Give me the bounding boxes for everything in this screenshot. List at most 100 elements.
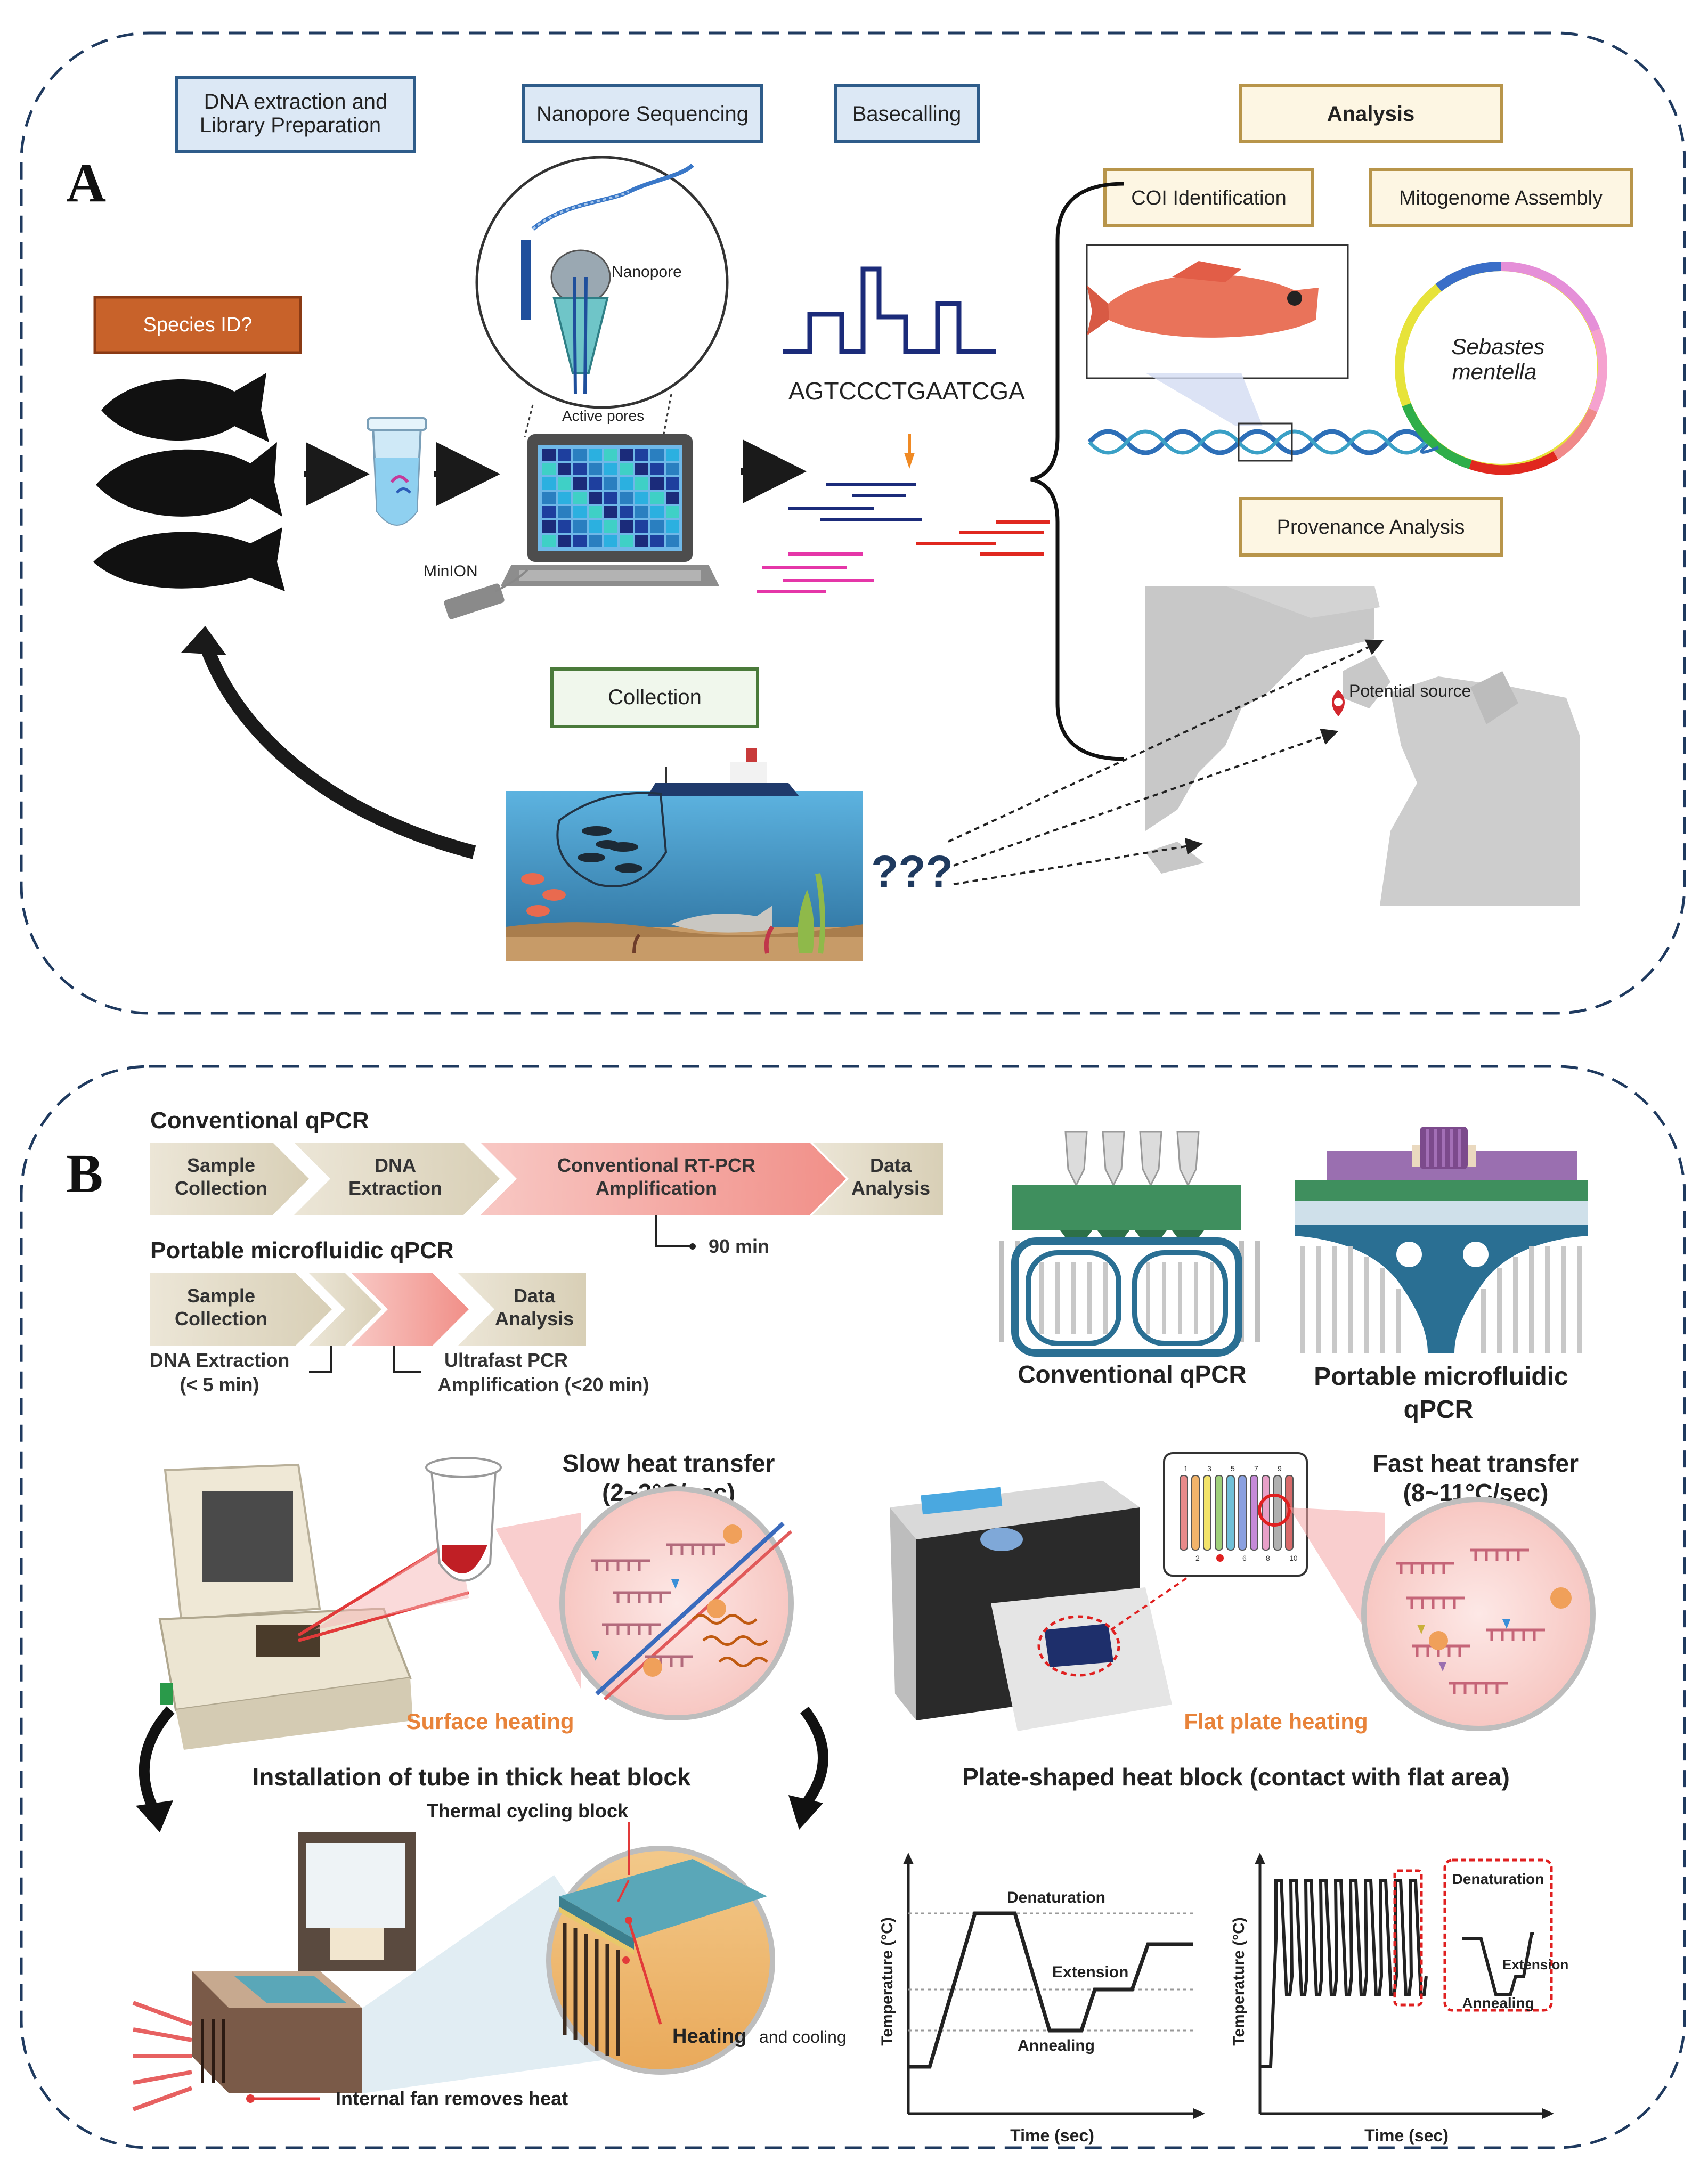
pore-cell [573,535,587,547]
svg-text:Annealing: Annealing [1018,2037,1095,2054]
pore-cell [604,506,617,518]
plate-shaped-label: Plate-shaped heat block (contact with fl… [962,1763,1510,1791]
chip-channel [1226,1475,1235,1551]
pore-cell [542,520,556,533]
conventional-workflow: Sample Collection DNA Extraction Convent… [150,1143,943,1257]
pore-cell [666,477,679,490]
svg-text:DNA Extraction: DNA Extraction [150,1349,290,1371]
pore-cell [666,492,679,504]
panel-a-letter: A [66,152,106,214]
svg-text:MinION: MinION [424,562,478,580]
analysis-brace [1030,182,1125,761]
svg-text:Potential source: Potential source [1349,681,1471,700]
question-marks: ??? [871,846,953,896]
pore-cell [620,449,633,461]
chip-channel [1262,1475,1270,1551]
minion-laptop-icon: Active pores MinION [424,407,719,619]
portable-qpcr-title: Portable microfluidic qPCR [150,1237,454,1263]
ocean-collection-scene [506,748,863,961]
pore-cell [650,520,664,533]
pore-cell [635,463,648,475]
fish-silhouettes [93,373,285,591]
portable-qpcr-device [890,1481,1221,1731]
chip-number: 2 [1195,1554,1200,1562]
conventional-qpcr-title: Conventional qPCR [150,1107,369,1134]
slow-heat-line1: Slow heat transfer [563,1449,775,1477]
redfish-image [1086,244,1349,426]
pore-cell [604,463,617,475]
microfluidic-chip: 12345678910 [1163,1452,1308,1577]
svg-text:Provenance Analysis: Provenance Analysis [1277,516,1465,539]
svg-text:Sample: Sample [187,1285,255,1307]
svg-text:COI Identification: COI Identification [1131,187,1286,209]
pore-cell [635,520,648,533]
fast-heat-line1: Fast heat transfer [1373,1449,1579,1477]
svg-text:90 min: 90 min [709,1235,769,1257]
and-cooling-label: and cooling [759,2027,847,2046]
pore-cell [620,506,633,518]
provenance-analysis-label: Provenance Analysis [1239,497,1503,557]
svg-text:Amplification (<20 min): Amplification (<20 min) [437,1374,649,1396]
dna-helix [1087,422,1427,462]
flat-plate-heating-label: Flat plate heating [1184,1709,1368,1734]
pore-cell [666,463,679,475]
return-arrow [201,647,476,859]
pore-cell [589,535,602,547]
portable-workflow: Sample Collection Data Analysis DNA Extr… [150,1273,649,1396]
svg-text:Denaturation: Denaturation [1452,1871,1544,1887]
species-id-label: Species ID? [93,296,302,354]
chip-channel [1180,1475,1188,1551]
pcr-tube-icon [425,1457,502,1582]
analysis-label: Analysis [1239,84,1503,143]
svg-text:qPCR: qPCR [1404,1396,1474,1424]
chip-number: 6 [1242,1554,1247,1562]
pore-cell [650,492,664,504]
chip-channel [1215,1475,1223,1551]
svg-text:mentella: mentella [1452,359,1537,384]
collection-label: Collection [550,667,759,728]
chip-number: 10 [1289,1554,1298,1562]
svg-text:Amplification: Amplification [596,1177,717,1199]
ultrafast-pcr-graph: Denaturation Extension Annealing Time (s… [1230,1853,1568,2145]
basecalling-label: Basecalling [834,84,980,143]
conventional-qpcr-schematic: Conventional qPCR [999,1131,1260,1388]
basecall-signal: AGTCCCTGAATCGA [783,266,1025,469]
pore-cell [558,506,571,518]
pore-cell [573,463,587,475]
pore-cell [558,492,571,504]
pore-cell [542,449,556,461]
chip-channel [1273,1475,1282,1551]
pore-cell [650,449,664,461]
map-pin-icon [1332,690,1345,716]
pore-cell [558,477,571,490]
pore-cell [620,492,633,504]
pore-cell [589,463,602,475]
svg-text:Denaturation: Denaturation [1007,1889,1105,1906]
svg-text:Extension: Extension [1502,1956,1568,1972]
pore-cell [573,449,587,461]
conventional-pcr-graph: Denaturation Extension Annealing Time (s… [879,1853,1205,2145]
svg-text:Collection: Collection [175,1308,267,1330]
svg-text:Nanopore Sequencing: Nanopore Sequencing [536,102,749,126]
nanopore-sequencing-label: Nanopore Sequencing [522,84,763,143]
provenance-arrow-3 [953,838,1203,885]
svg-text:Basecalling: Basecalling [852,102,962,126]
pore-cell [604,520,617,533]
svg-text:Temperature (°C): Temperature (°C) [1230,1917,1248,2045]
pore-cell [635,506,648,518]
panel-b-letter: B [66,1143,103,1204]
svg-text:Ultrafast PCR: Ultrafast PCR [444,1349,568,1371]
svg-text:Conventional qPCR: Conventional qPCR [1018,1360,1246,1388]
svg-text:Analysis: Analysis [1327,102,1415,126]
pore-cell [589,506,602,518]
svg-text:Library Preparation: Library Preparation [200,113,381,137]
curved-arrow-right [800,1706,828,1809]
sequence-reads [757,483,1050,593]
pore-cell [604,477,617,490]
chip-channel [1238,1475,1247,1551]
svg-text:Extension: Extension [1052,1963,1128,1981]
pore-cell [666,449,679,461]
sample-tube-icon [367,417,427,526]
pore-cell [620,535,633,547]
